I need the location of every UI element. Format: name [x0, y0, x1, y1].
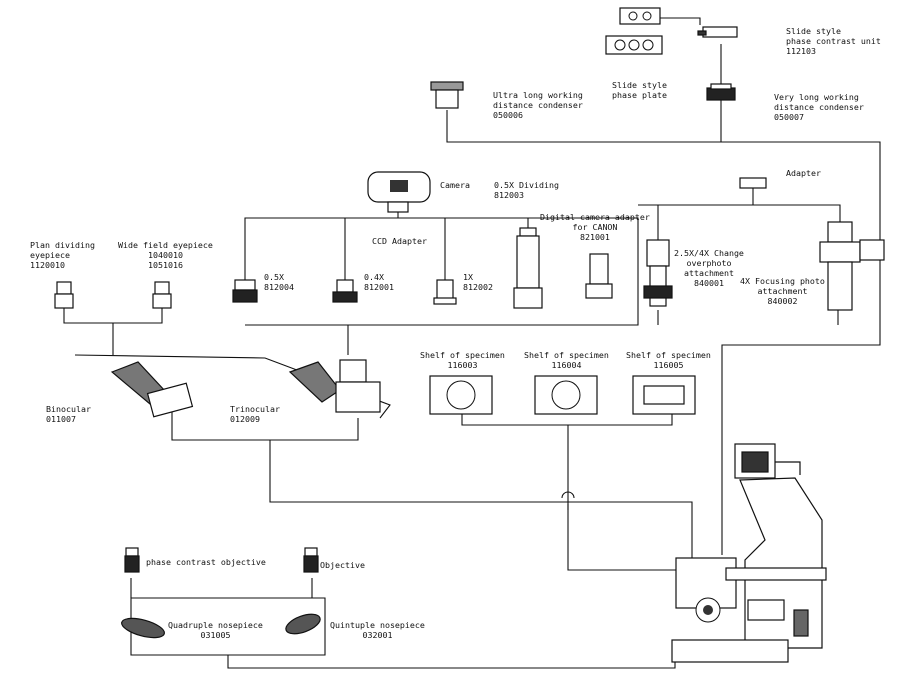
nosepiece-icons [121, 613, 321, 639]
adapter-bottom-line [347, 310, 839, 355]
adapter-icon [739, 177, 767, 189]
shelf-specimen-icons [429, 375, 696, 415]
shelf-bus-line [461, 414, 673, 510]
digital-camera-adapter-icon [585, 253, 613, 299]
microscope-stand-icon [671, 443, 827, 663]
shelf-116004-label: Shelf of specimen 116004 [524, 350, 609, 370]
very-long-condenser-label: Very long working distance condenser 050… [774, 92, 864, 122]
shelf-116005-label: Shelf of specimen 116005 [626, 350, 711, 370]
ccd-1x-label: 1X 812002 [463, 272, 493, 292]
photo-adapter-line [638, 188, 841, 240]
slide-phase-plate-icons [605, 7, 663, 55]
nosepiece-frame [130, 597, 326, 656]
trinocular-head-icon [288, 359, 381, 413]
phase-plate-link-line [648, 17, 701, 25]
camera-icon [367, 171, 431, 213]
very-long-condenser-icon [706, 83, 736, 101]
focusing-photo-icon [819, 221, 885, 311]
ccd-04x-icon [332, 279, 358, 303]
focusing-photo-label: 4X Focusing photo attachment 840002 [740, 276, 825, 306]
plan-dividing-eyepiece-label: Plan dividing eyepiece 1120010 [30, 240, 95, 270]
change-overphoto-label: 2.5X/4X Change overphoto attachment 8400… [674, 248, 744, 288]
objective-label: Objective [320, 560, 365, 570]
shelf-116003-label: Shelf of specimen 116003 [420, 350, 505, 370]
digital-camera-adapter-label: Digital camera adapter for CANON 821001 [540, 212, 650, 242]
line-crossover [561, 491, 575, 499]
binocular-head-icon [110, 361, 194, 418]
eyepiece-icons [54, 281, 172, 309]
phase-contrast-objective-label: phase contrast objective [146, 557, 266, 567]
wide-field-eyepiece-label: Wide field eyepiece 1040010 1051016 [118, 240, 213, 270]
ultra-long-condenser-icon [430, 81, 464, 109]
trinocular-label: Trinocular 012009 [230, 404, 280, 424]
quintuple-nosepiece-label: Quintuple nosepiece 032001 [330, 620, 425, 640]
ultra-long-condenser-label: Ultra long working distance condenser 05… [493, 90, 583, 120]
head-bus-line [171, 410, 693, 558]
ccd-05x-icon [232, 279, 258, 303]
eyepiece-line [63, 308, 163, 355]
phase-contrast-unit-icon [697, 26, 738, 38]
slide-phase-plate-label: Slide style phase plate [612, 80, 667, 100]
shelf-to-stage-line [567, 504, 676, 571]
objective-drop-line [130, 578, 313, 598]
objective-icons [124, 547, 319, 573]
dividing-05x-label: 0.5X Dividing 812003 [494, 180, 559, 200]
adapter-label: Adapter [786, 168, 821, 178]
ccd-adapter-label: CCD Adapter [372, 236, 427, 246]
slide-phase-contrast-unit-label: Slide style phase contrast unit 112103 [786, 26, 881, 56]
ccd-05x-label: 0.5X 812004 [264, 272, 294, 292]
quadruple-nosepiece-label: Quadruple nosepiece 031005 [168, 620, 263, 640]
ccd-04x-label: 0.4X 812001 [364, 272, 394, 292]
camera-label: Camera [440, 180, 470, 190]
ccd-1x-icon [433, 279, 457, 305]
change-overphoto-icon [643, 239, 673, 307]
dividing-05x-icon [513, 227, 543, 309]
nosepiece-to-stand-line [227, 640, 676, 669]
binocular-label: Binocular 011007 [46, 404, 91, 424]
adapter-bus-line [244, 217, 639, 326]
